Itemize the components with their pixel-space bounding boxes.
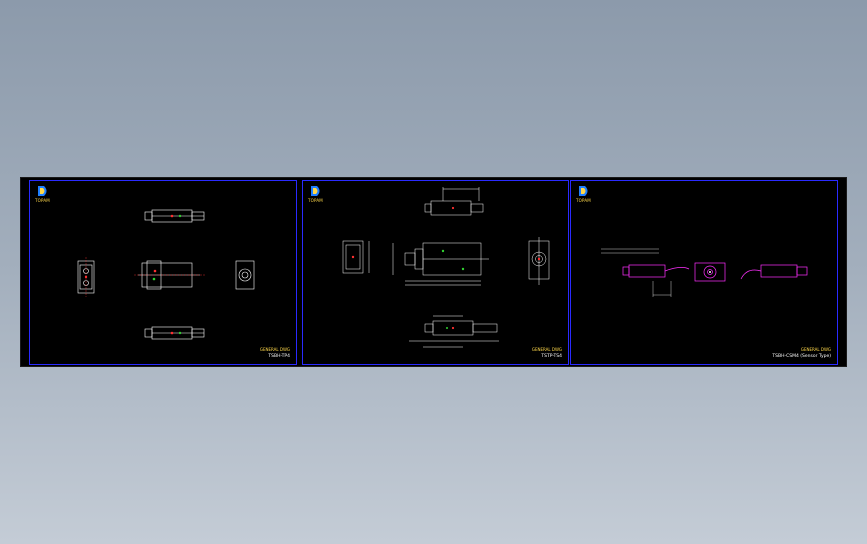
title-block-2: GENERAL DWG TSTP-TS4 — [532, 347, 562, 359]
drawing-sheet-1[interactable]: TOPAM — [29, 180, 297, 365]
drawing-title: GENERAL DWG — [800, 347, 831, 352]
drawing-model: TSTP-TS4 — [541, 354, 562, 359]
drawing-sheet-3[interactable]: TOPAM — [570, 180, 838, 365]
title-block-1: GENERAL DWG TSBH-TP4 — [260, 347, 290, 359]
brand-label: TOPAM — [576, 198, 591, 203]
topam-logo-icon — [38, 186, 47, 196]
brand-label: TOPAM — [35, 198, 50, 203]
drawing-model: TSBH-TP4 — [268, 354, 290, 359]
drawing-title: GENERAL DWG — [531, 347, 562, 352]
drawing-layout-strip: TOPAM — [20, 177, 847, 367]
title-block-3: GENERAL DWG TSBH-CSM4 (Sensor Type) — [772, 347, 831, 359]
topam-logo-icon — [311, 186, 320, 196]
sheet-2-drawing — [342, 187, 550, 348]
drawing-model: TSBH-CSM4 (Sensor Type) — [772, 354, 831, 359]
topam-logo-icon — [579, 186, 588, 196]
drawing-title: GENERAL DWG — [259, 347, 290, 352]
sheet-3-drawing — [601, 248, 808, 297]
brand-label: TOPAM — [308, 198, 323, 203]
drawing-sheet-2[interactable]: TOPAM — [302, 180, 569, 365]
sheet-1-drawing — [77, 209, 255, 340]
